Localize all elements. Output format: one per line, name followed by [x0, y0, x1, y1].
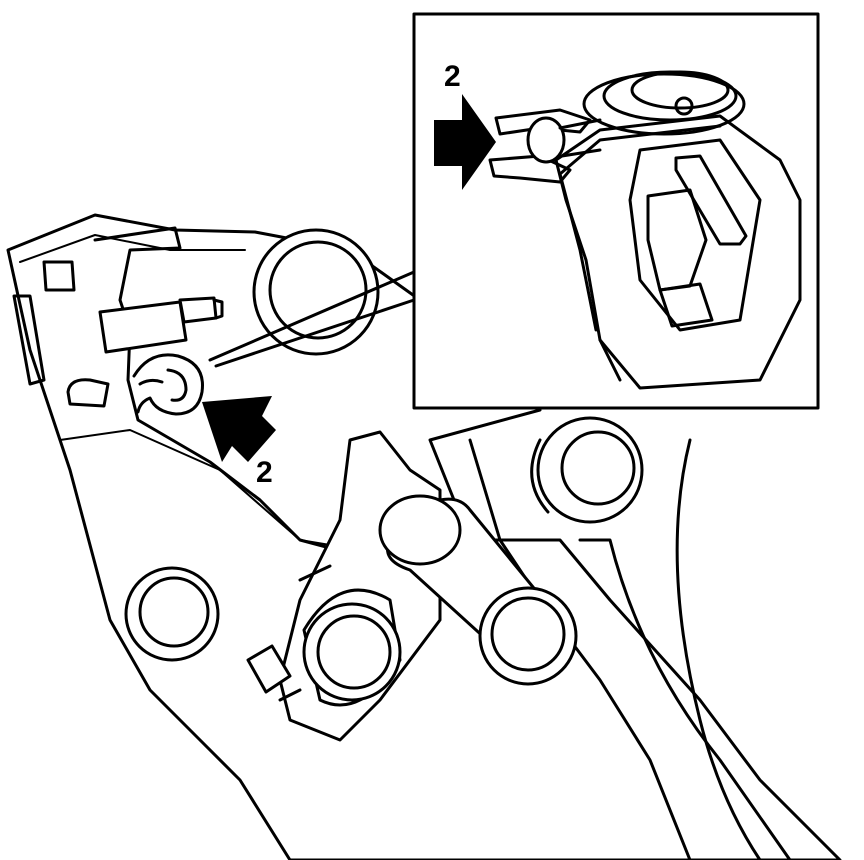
upper-pivot-inner — [268, 240, 368, 340]
inset-clip-prong-upper — [494, 108, 592, 136]
switch-plunger — [178, 296, 218, 324]
switch-plunger-tip — [212, 298, 224, 320]
main-arrow: 2 — [202, 396, 276, 489]
pedal-arm-right-outer — [675, 438, 762, 860]
inset-spring-coil-3 — [630, 70, 730, 110]
lever-notch — [278, 564, 332, 702]
shaft-end-top — [378, 494, 462, 566]
inset-bracket-edge — [558, 124, 722, 382]
lower-mount-inner — [138, 576, 210, 648]
leader-line-lower — [214, 298, 416, 368]
switch-body — [98, 296, 224, 354]
inset-arrow-shape — [434, 94, 496, 190]
upper-pivot — [252, 228, 380, 356]
inset-pin-shaft — [558, 118, 602, 158]
pedal-mechanism — [124, 416, 792, 860]
inset-callout-label: 2 — [444, 60, 461, 93]
bushing-rib — [530, 438, 550, 514]
main-arrow-shape — [202, 396, 276, 462]
retaining-clip — [132, 353, 204, 416]
inset-leader — [208, 270, 416, 368]
inset-connector-slot-1 — [674, 154, 748, 246]
main-callout-label: 2 — [256, 456, 273, 489]
inset-spring-center — [674, 96, 694, 116]
inset-connector-slot-3 — [658, 282, 714, 328]
inset-connector-body — [628, 138, 762, 332]
inset-pin — [526, 116, 566, 164]
bracket-square-hole — [42, 260, 76, 292]
right-roller-inner — [490, 596, 566, 672]
clip-wire — [132, 353, 204, 416]
lever-tab — [246, 644, 292, 694]
switch-housing — [98, 300, 188, 354]
inset-detail: 2 — [412, 12, 820, 410]
leader-line-upper — [208, 270, 416, 362]
upper-bushing-inner — [560, 430, 636, 506]
bracket-slot — [66, 378, 110, 408]
left-roller-inner — [316, 614, 392, 690]
bracket-left-tab — [12, 294, 46, 386]
bracket-inner-panel — [93, 226, 332, 550]
pedal-arm-right-inner — [578, 538, 792, 860]
